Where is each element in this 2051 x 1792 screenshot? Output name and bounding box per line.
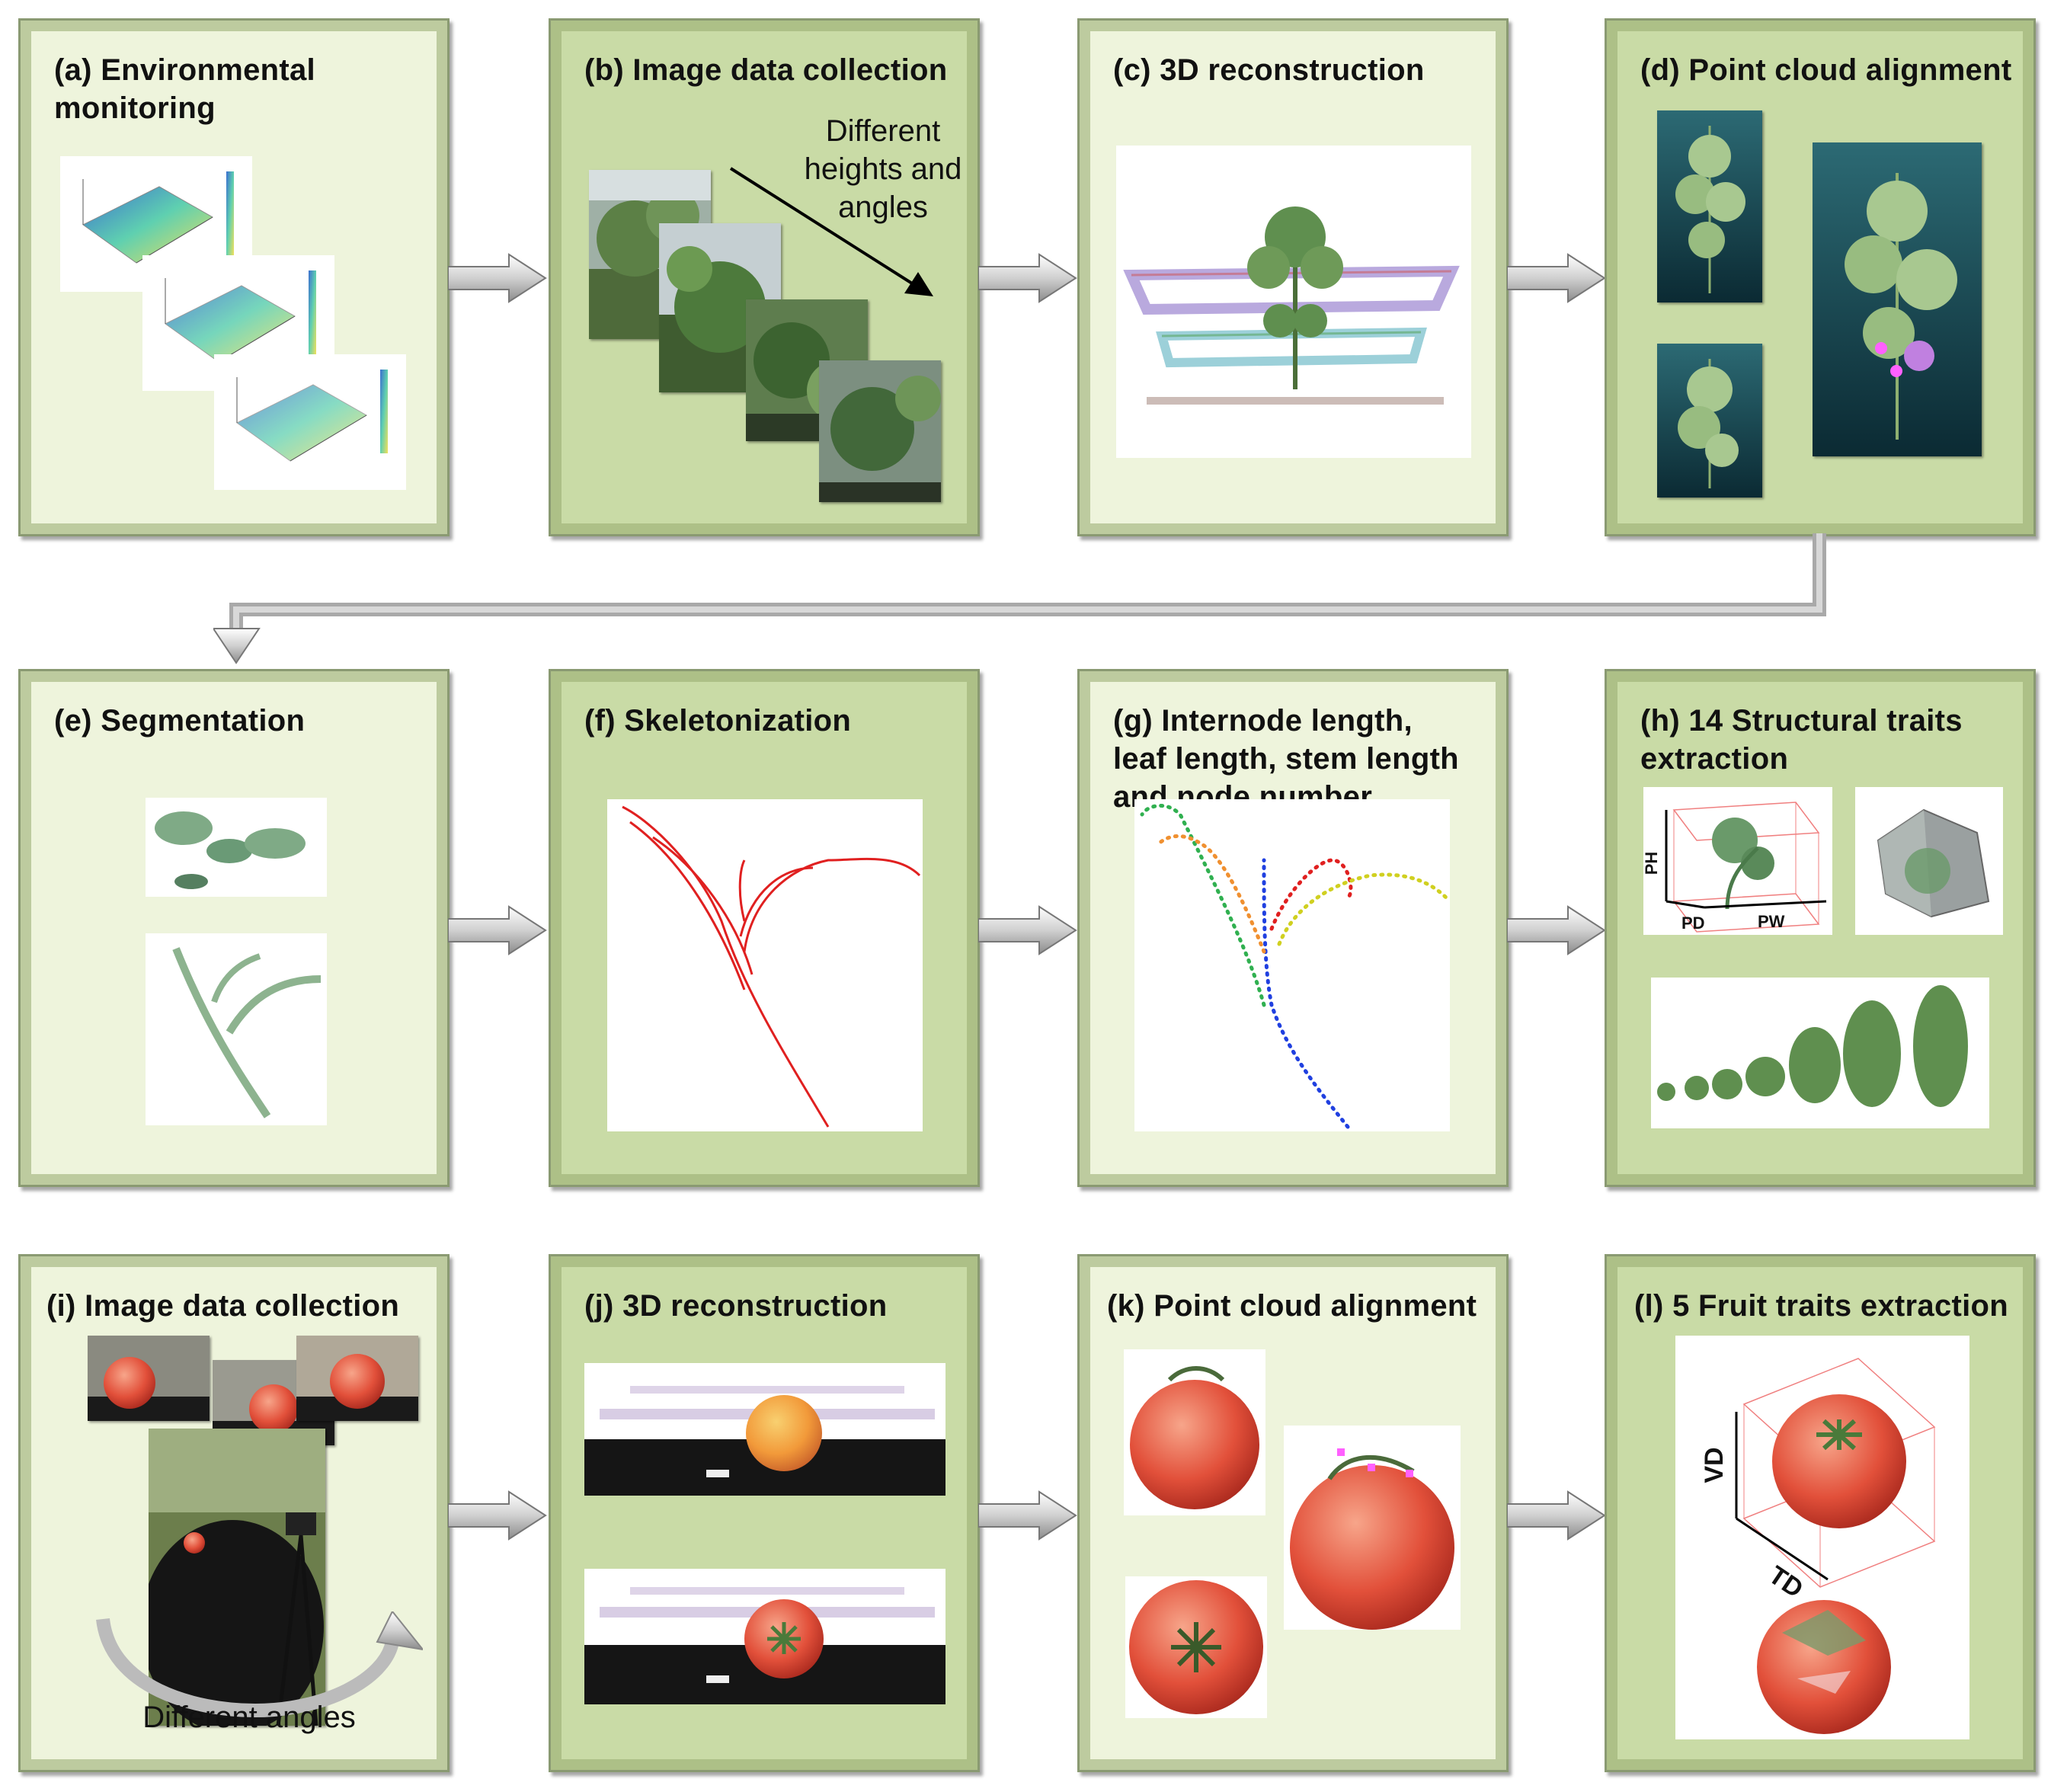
pd-label: PD bbox=[1681, 914, 1705, 933]
fruit-cloud-1 bbox=[1124, 1349, 1265, 1515]
panel-title: (k) Point cloud alignment bbox=[1107, 1289, 1477, 1323]
fruit-setup-photo bbox=[149, 1429, 325, 1726]
growth-stages-figure bbox=[1651, 978, 1989, 1128]
flow-arrow-right bbox=[1507, 251, 1606, 305]
flow-arrow-right bbox=[978, 251, 1077, 305]
panel-title: (b) Image data collection bbox=[584, 53, 948, 87]
panel-structural-traits: (h) 14 Structural traits extraction PH P… bbox=[1605, 669, 2036, 1187]
panel-skeletonization: (f) Skeletonization bbox=[549, 669, 980, 1187]
node-dots-figure bbox=[1134, 799, 1450, 1131]
aligned-point-cloud bbox=[1813, 142, 1982, 456]
panel-fruit-image-collection: (i) Image data collection Different angl… bbox=[18, 1254, 450, 1772]
flow-arrow-right bbox=[1507, 904, 1606, 957]
panel-segmentation: (e) Segmentation bbox=[18, 669, 450, 1187]
pw-label: PW bbox=[1758, 912, 1785, 931]
panel-3d-reconstruction: (c) 3D reconstruction bbox=[1077, 18, 1509, 536]
greenhouse-photo-4 bbox=[819, 360, 941, 502]
panel-title: (j) 3D reconstruction bbox=[584, 1289, 888, 1323]
surface-plot-3 bbox=[214, 354, 406, 490]
segmented-stem bbox=[146, 933, 327, 1125]
convex-hull-figure bbox=[1855, 787, 2003, 935]
panel-fruit-point-cloud-alignment: (k) Point cloud alignment bbox=[1077, 1254, 1509, 1772]
flow-arrow-right bbox=[1507, 1489, 1606, 1542]
flow-arrow-right bbox=[448, 251, 547, 305]
panel-title: (i) Image data collection bbox=[46, 1289, 400, 1323]
heights-angles-note: Different heights and angles bbox=[804, 114, 962, 224]
vd-label: VD bbox=[1700, 1447, 1729, 1483]
panel-environmental-monitoring: (a) Environmental monitoring bbox=[18, 18, 450, 536]
direction-arrow bbox=[728, 165, 941, 302]
fruit-cloud-2 bbox=[1125, 1576, 1267, 1718]
panel-image-data-collection: (b) Image data collection Different heig… bbox=[549, 18, 980, 536]
panel-title: (l) 5 Fruit traits extraction bbox=[1634, 1289, 2009, 1323]
panel-internode-length: (g) Internode length, leaf length, stem … bbox=[1077, 669, 1509, 1187]
panel-point-cloud-alignment: (d) Point cloud alignment bbox=[1605, 18, 2036, 536]
different-angles-note: Different angles bbox=[142, 1701, 356, 1734]
panel-title: (h) 14 Structural traits extraction bbox=[1640, 704, 1963, 776]
td-label: TD bbox=[1764, 1560, 1809, 1604]
panel-fruit-traits: (l) 5 Fruit traits extraction VD TD bbox=[1605, 1254, 2036, 1772]
rotation-arrow bbox=[88, 1610, 425, 1718]
flow-arrow-right bbox=[978, 1489, 1077, 1542]
fruit-photo-1 bbox=[88, 1336, 210, 1421]
segmented-leaves bbox=[146, 798, 327, 897]
panel-title: (c) 3D reconstruction bbox=[1113, 53, 1425, 87]
point-cloud-plant-2 bbox=[1657, 344, 1762, 498]
flow-arrow-right bbox=[978, 904, 1077, 957]
fruit-traits-figure: VD TD bbox=[1675, 1336, 1969, 1739]
skeleton-figure bbox=[607, 799, 923, 1131]
fruit-photo-3 bbox=[296, 1336, 418, 1421]
point-cloud-plant-1 bbox=[1657, 110, 1762, 302]
panel-title: (e) Segmentation bbox=[54, 704, 306, 738]
flow-arrow-right bbox=[448, 1489, 547, 1542]
panel-title: (f) Skeletonization bbox=[584, 704, 852, 738]
panel-title: (d) Point cloud alignment bbox=[1640, 53, 2012, 87]
bounding-box-figure: PH PD PW bbox=[1643, 787, 1832, 935]
reconstruction-figure bbox=[1116, 146, 1471, 458]
greenhouse-photo-3 bbox=[746, 299, 868, 441]
flow-arrow-right bbox=[448, 904, 547, 957]
ph-label: PH bbox=[1643, 852, 1661, 875]
panel-fruit-3d-reconstruction: (j) 3D reconstruction bbox=[549, 1254, 980, 1772]
fruit-cloud-aligned bbox=[1284, 1426, 1461, 1630]
panel-title: (a) Environmental monitoring bbox=[54, 53, 315, 125]
row-connector-arrow bbox=[212, 533, 1844, 670]
fruit-reconstruction-1 bbox=[584, 1363, 946, 1496]
fruit-reconstruction-2 bbox=[584, 1569, 946, 1704]
